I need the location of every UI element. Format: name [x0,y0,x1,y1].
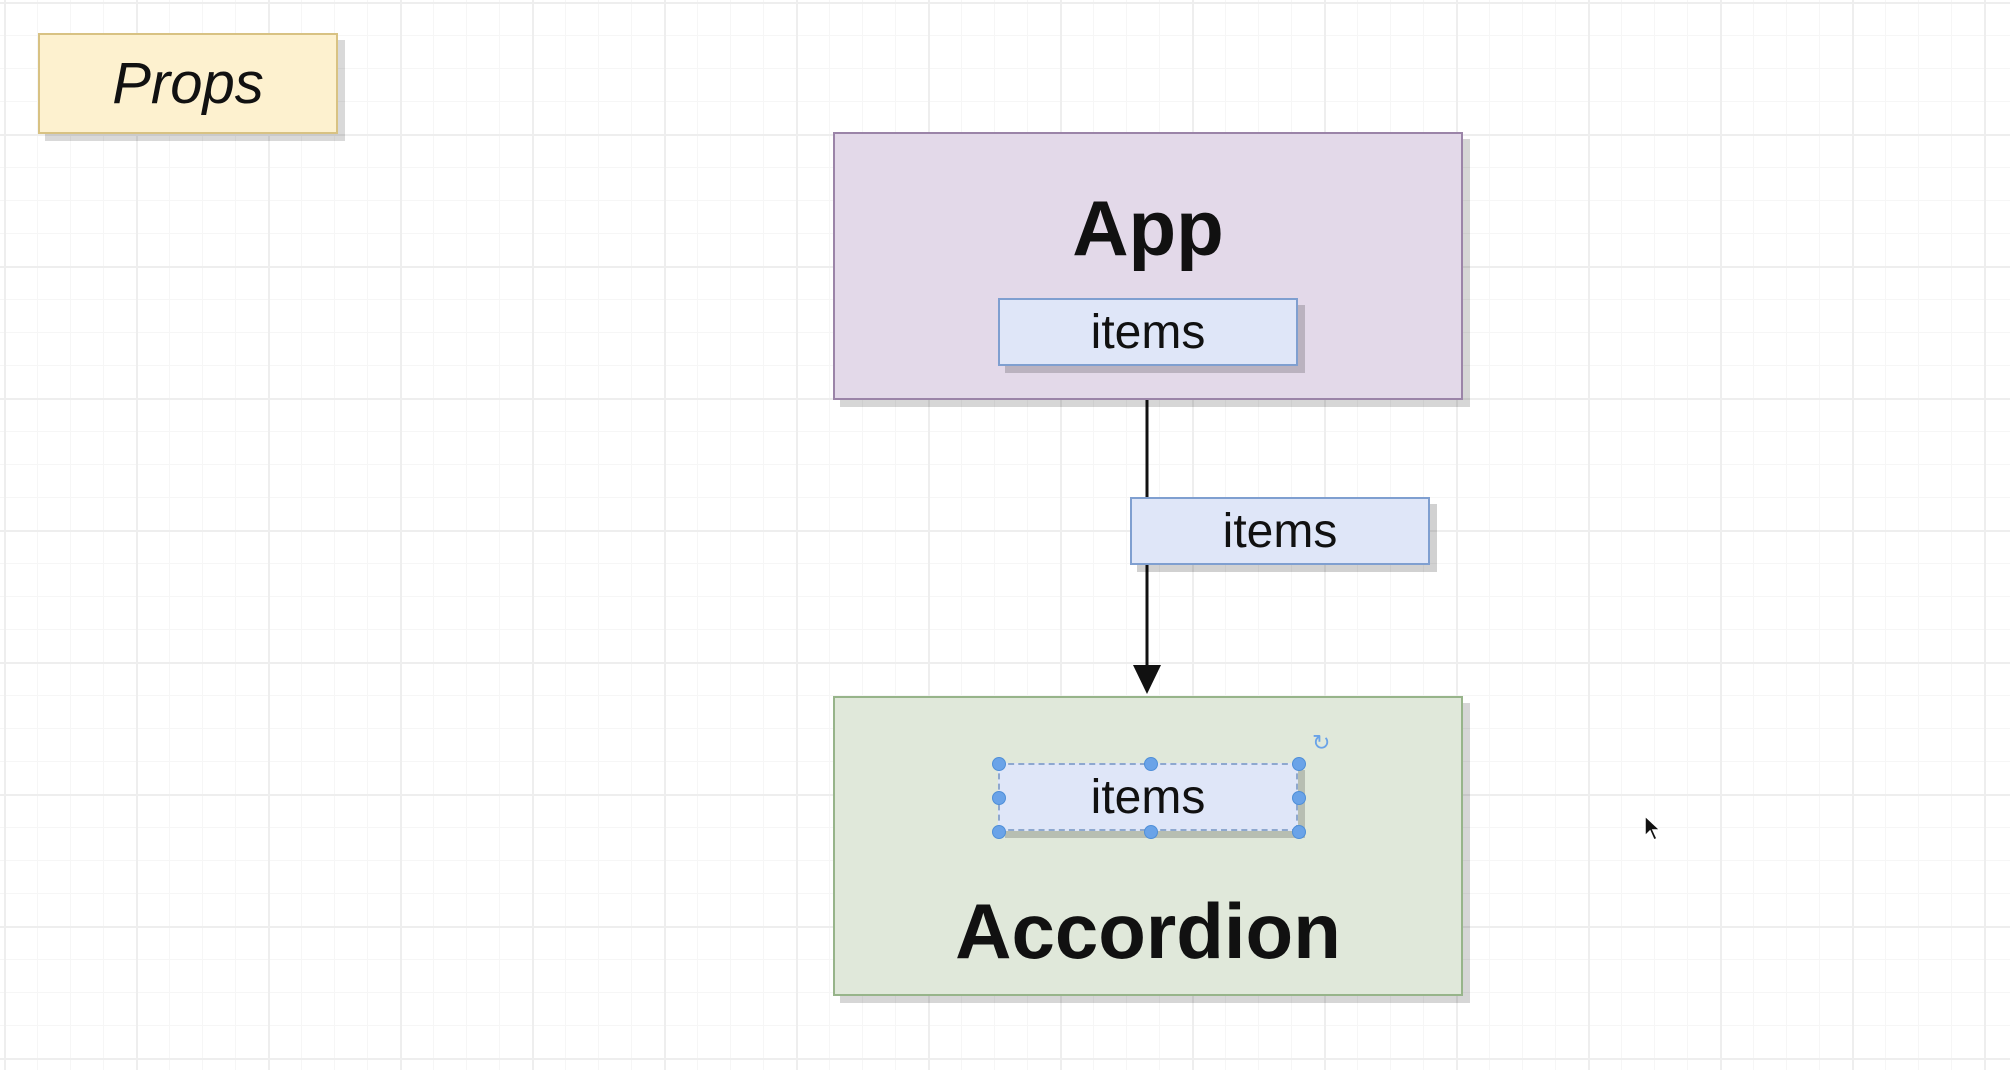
resize-handle-bottom-right[interactable] [1292,825,1306,839]
accordion-items-prop-label: items [1090,770,1206,824]
accordion-component-title: Accordion [955,887,1341,975]
app-component-title: App [1072,184,1224,272]
accordion-component-box[interactable]: items ↻ Accordion [833,696,1463,996]
app-items-prop[interactable]: items [998,298,1298,366]
rotate-handle-icon[interactable]: ↻ [1312,730,1331,755]
resize-handle-bottom-left[interactable] [992,825,1006,839]
resize-handle-right[interactable] [1292,791,1306,805]
app-component-box[interactable]: App items [833,132,1463,400]
resize-handle-top-right[interactable] [1292,757,1306,771]
props-note[interactable]: Props [38,33,338,134]
props-note-label: Props [112,51,264,116]
resize-handle-left[interactable] [992,791,1006,805]
app-items-prop-label: items [1090,305,1206,359]
edge-items-label-text: items [1222,504,1338,558]
mouse-cursor-icon [1644,815,1662,841]
resize-handle-bottom[interactable] [1144,825,1158,839]
accordion-items-prop-selected[interactable]: items [992,757,1306,839]
edge-items-label[interactable]: items [1130,497,1430,565]
edge-arrowhead [1133,665,1161,694]
resize-handle-top[interactable] [1144,757,1158,771]
resize-handle-top-left[interactable] [992,757,1006,771]
